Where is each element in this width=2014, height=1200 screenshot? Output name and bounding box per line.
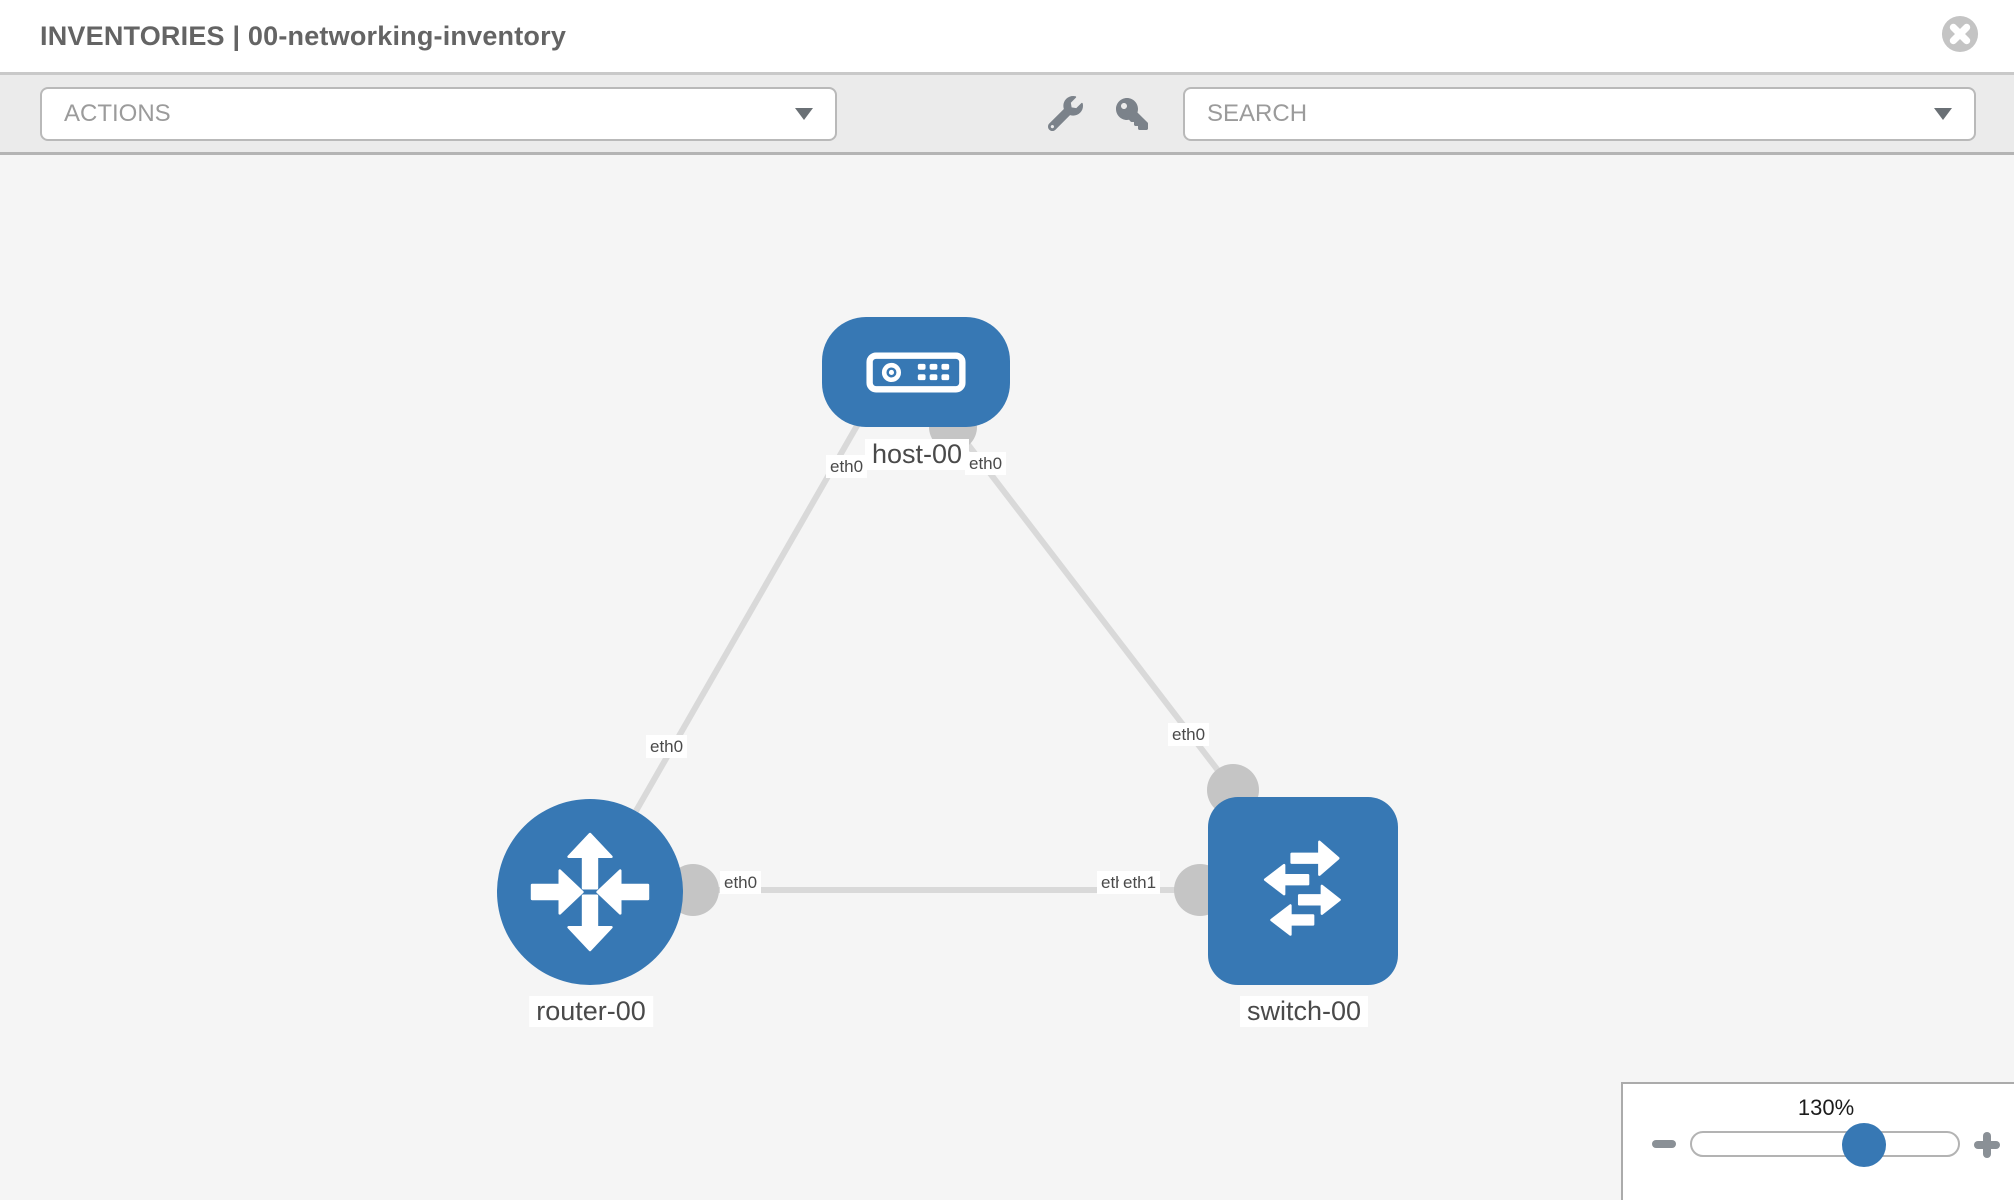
zoom-panel: 130% [1621, 1082, 2014, 1200]
header-divider [0, 72, 2014, 75]
interface-label: eth0 [826, 455, 868, 478]
interface-label: eth0 [720, 871, 762, 894]
page-title: INVENTORIES | 00-networking-inventory [40, 21, 567, 51]
topology-canvas[interactable]: eth0 eth0 eth0 eth0 eth0 eth0 eth1 host-… [0, 155, 2014, 1200]
node-router-00[interactable] [497, 799, 683, 985]
close-icon [1941, 15, 1979, 57]
toolbar-divider [0, 152, 2014, 155]
interface-label: eth0 [646, 735, 688, 758]
interface-label: eth0 [1168, 723, 1210, 746]
zoom-slider-handle[interactable] [1842, 1123, 1886, 1167]
zoom-slider-track[interactable] [1690, 1131, 1960, 1157]
configure-button[interactable] [1048, 96, 1083, 131]
caret-down-icon [1934, 108, 1952, 120]
node-host-00[interactable] [822, 317, 1010, 427]
zoom-level: 130% [1797, 1095, 1855, 1120]
caret-down-icon [795, 108, 813, 120]
wrench-icon [1048, 96, 1083, 131]
actions-dropdown[interactable]: ACTIONS [40, 87, 837, 141]
edges-layer [633, 403, 1259, 916]
close-button[interactable] [1941, 15, 1979, 53]
interface-label: eth1 [1119, 871, 1161, 894]
host-icon [866, 349, 966, 395]
plus-icon [1983, 1132, 1991, 1158]
router-icon [527, 829, 653, 955]
toolbar: ACTIONS SEARCH [0, 75, 2014, 152]
node-label-host-00: host-00 [864, 439, 970, 470]
switch-icon [1239, 828, 1367, 954]
node-label-switch-00: switch-00 [1239, 996, 1369, 1027]
app-header: INVENTORIES | 00-networking-inventory [0, 0, 2014, 72]
actions-dropdown-label: ACTIONS [64, 100, 171, 127]
search-dropdown[interactable]: SEARCH [1183, 87, 1976, 141]
node-label-router-00: router-00 [529, 996, 653, 1027]
node-switch-00[interactable] [1208, 797, 1398, 985]
search-dropdown-label: SEARCH [1207, 100, 1308, 127]
zoom-in-button[interactable] [1974, 1132, 2000, 1158]
interface-label: eth0 [965, 452, 1007, 475]
zoom-out-button[interactable] [1652, 1140, 1676, 1148]
key-icon [1116, 98, 1148, 130]
credentials-button[interactable] [1116, 98, 1148, 130]
